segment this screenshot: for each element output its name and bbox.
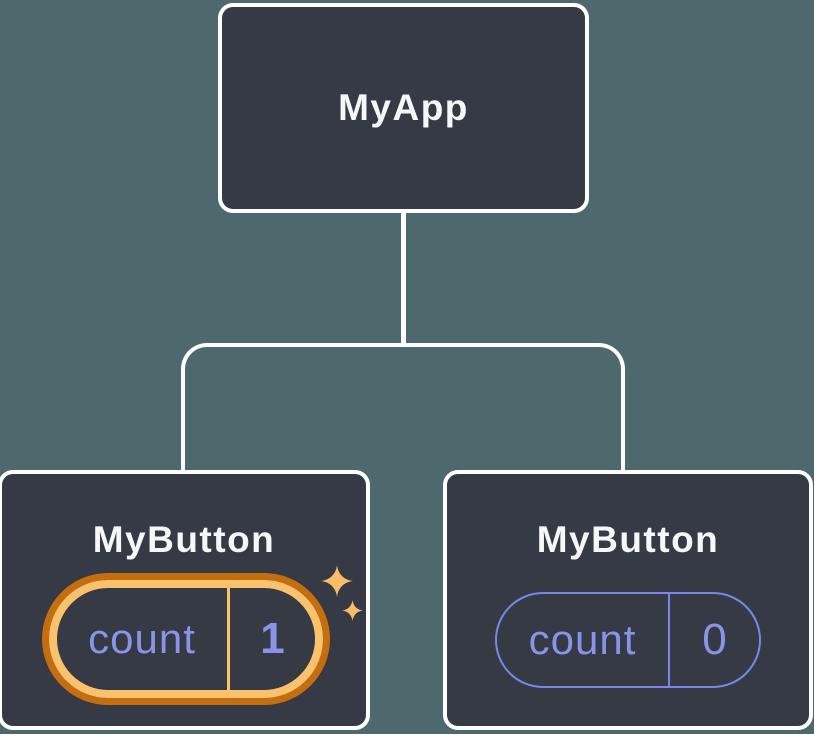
sparkle-large-icon: [321, 565, 353, 597]
state-value: 0: [702, 615, 727, 664]
child-node-mybutton-normal: MyButton count 0: [443, 470, 813, 730]
state-key-label: count: [528, 616, 637, 663]
sparkle-small-icon: [342, 600, 363, 621]
pill-divider: [227, 588, 230, 690]
child-node-label: MyButton: [536, 519, 720, 560]
root-node: MyApp: [218, 3, 589, 213]
root-node-label: MyApp: [338, 87, 469, 128]
pill-divider: [668, 594, 670, 686]
state-key-label: count: [88, 615, 196, 662]
state-pill-normal: count 0: [495, 592, 761, 688]
connector-trunk-line: [401, 211, 406, 345]
connector-branch-bracket: [181, 343, 625, 473]
state-value: 1: [260, 614, 285, 663]
state-pill-highlighted: count 1: [49, 580, 323, 698]
child-node-label: MyButton: [92, 519, 276, 560]
child-node-mybutton-highlighted: MyButton count 1: [0, 470, 370, 730]
